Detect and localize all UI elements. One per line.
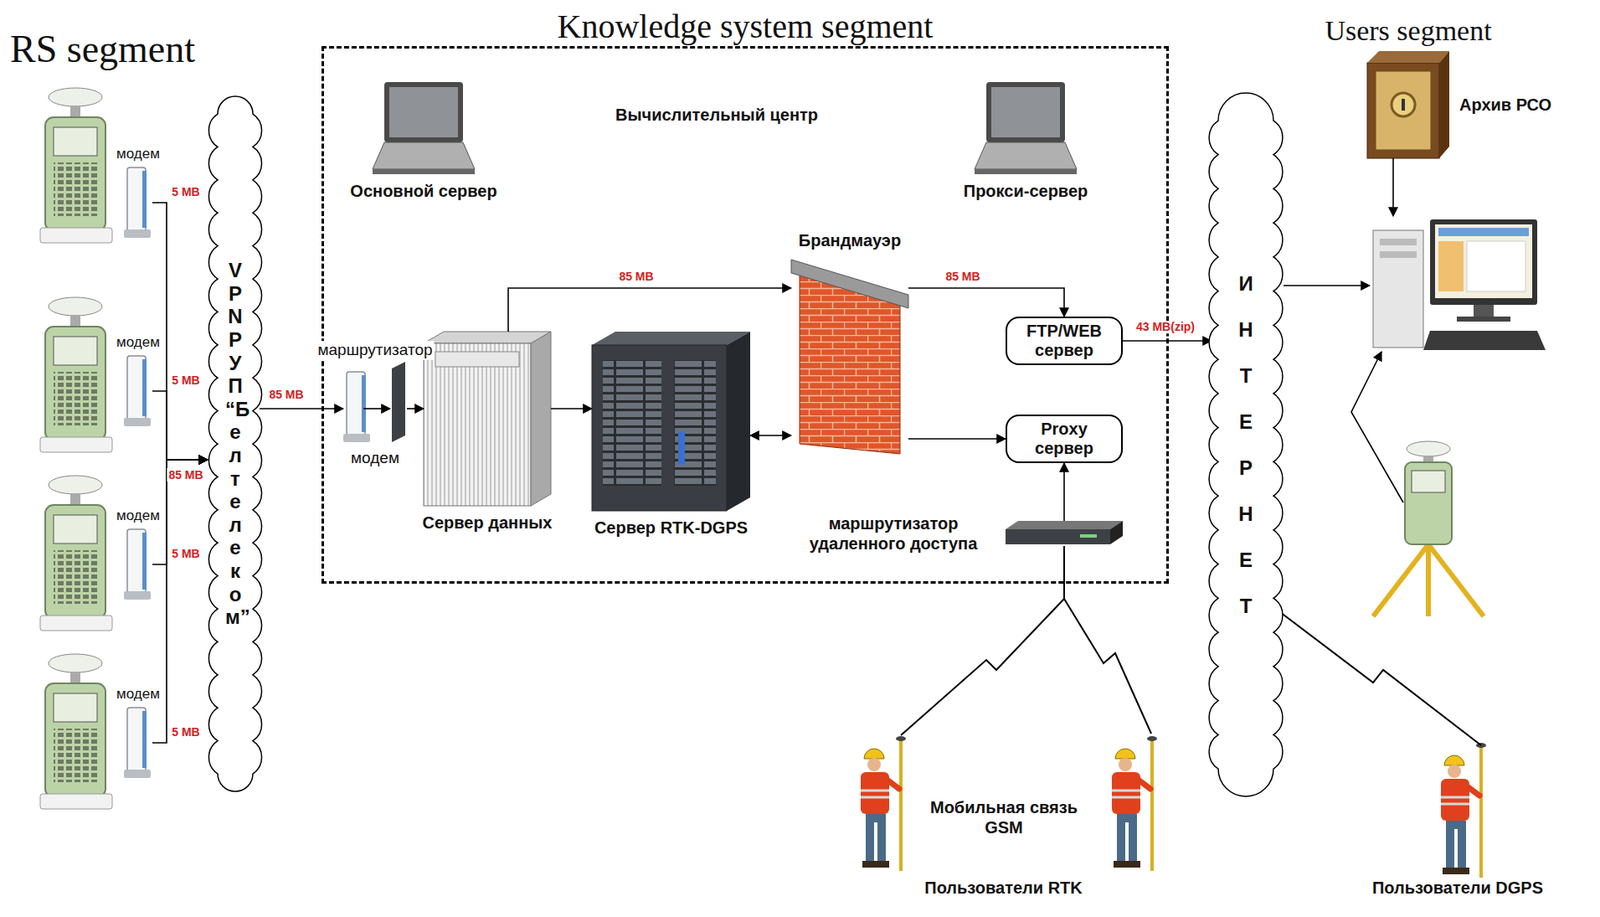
edge-label: 5 MB xyxy=(169,547,201,561)
connector xyxy=(152,390,208,460)
connector xyxy=(152,202,208,460)
node-label: Proxy сервер xyxy=(1013,419,1115,458)
remote-router-icon xyxy=(1005,520,1123,545)
segment-title: Users segment xyxy=(1324,15,1492,47)
workers xyxy=(860,735,1487,878)
node-label: Пользователи DGPS xyxy=(1370,877,1545,898)
modem-icons xyxy=(123,167,406,778)
bandwidth-label: 85 MB xyxy=(166,468,205,482)
connector xyxy=(259,407,344,410)
node-label: Сервер данных xyxy=(421,512,555,533)
segment-box: Knowledge system segmentмаршрутизатормод… xyxy=(321,46,1169,584)
node-label: Архив РСО xyxy=(1457,94,1554,115)
connector xyxy=(1280,612,1482,746)
connector xyxy=(406,407,424,410)
laptops xyxy=(372,82,1077,175)
node-label: Брандмауэр xyxy=(797,230,903,251)
edge-label: 5 MB xyxy=(169,725,201,739)
rtk-server: Сервер RTK-DGPS xyxy=(591,331,751,511)
rtk-server-icon xyxy=(591,331,751,511)
node-label: маршрутизатор удаленного доступа xyxy=(791,513,996,554)
safe-icon xyxy=(1367,51,1450,159)
connector xyxy=(550,407,592,410)
computer-icon xyxy=(1373,219,1546,350)
node-label: Сервер RTK-DGPS xyxy=(592,517,750,538)
tripod-receiver xyxy=(1373,441,1484,617)
archive-safe: Архив РСО xyxy=(1367,51,1450,159)
connector xyxy=(908,437,1006,440)
edge-label: 5 MB xyxy=(169,374,201,387)
connector xyxy=(908,288,1065,317)
firewall-icon xyxy=(791,259,909,454)
router-modem: маршрутизатормодем xyxy=(343,365,407,443)
edge-label: 43 MB(zip) xyxy=(1134,320,1197,334)
proxy-server-laptop: Прокси-сервер xyxy=(974,82,1077,175)
connector xyxy=(508,288,792,332)
data-server-icon xyxy=(423,331,551,506)
rtk-users: Пользователи RTK xyxy=(847,735,1160,871)
dgps-user: Пользователи DGPS xyxy=(1434,745,1482,871)
node-label: VPN РУП “Белтелеком” xyxy=(225,258,246,629)
node-label: FTP/WEB сервер xyxy=(1013,321,1115,361)
link-label: Мобильная связь GSM xyxy=(924,797,1084,838)
node-label: модем xyxy=(349,448,402,469)
cloud-outline xyxy=(208,96,262,792)
node-label: Основной сервер xyxy=(348,180,499,201)
cloud-outline xyxy=(1209,92,1283,797)
modem: модем xyxy=(123,707,153,778)
node-label: Прокси-сервер xyxy=(962,180,1090,201)
node-label: маршрутизатор xyxy=(315,340,434,361)
modem: модем xyxy=(123,529,153,600)
remote-router: маршрутизатор удаленного доступа xyxy=(1005,520,1123,546)
edge-label: 85 MB xyxy=(943,270,982,283)
node-label: модем xyxy=(114,334,162,351)
modem: модем xyxy=(123,167,153,238)
segment-title: RS segment xyxy=(10,28,196,72)
main-server: Основной сервер xyxy=(372,82,475,175)
connector xyxy=(1063,463,1065,521)
edge-label: 85 MB xyxy=(617,270,655,283)
vpn-cloud: VPN РУП “Белтелеком” xyxy=(207,93,263,794)
modem: модем xyxy=(123,355,153,427)
process-box: FTP/WEB сервер xyxy=(1005,316,1123,366)
internet-cloud: ИНТЕРНЕТ xyxy=(1208,90,1284,799)
node-label: модем xyxy=(114,145,162,163)
node-label: модем xyxy=(114,507,162,525)
firewall: Брандмауэр xyxy=(791,255,909,454)
center-title: Вычислительный центр xyxy=(615,105,819,125)
gnss-receivers xyxy=(40,87,113,809)
connector xyxy=(750,434,792,437)
connector xyxy=(900,545,1065,736)
edge-label: 5 MB xyxy=(169,185,201,199)
node-label: модем xyxy=(114,685,162,703)
cloud-outline xyxy=(1208,90,1284,799)
segment-title: Knowledge system segment xyxy=(557,8,934,46)
data-server: Сервер данных xyxy=(423,331,551,506)
node-label: ИНТЕРНЕТ xyxy=(1235,260,1256,629)
edge-label: 85 MB xyxy=(267,388,305,402)
node-label: Пользователи RTK xyxy=(922,877,1085,898)
process-box: Proxy сервер xyxy=(1005,414,1123,464)
